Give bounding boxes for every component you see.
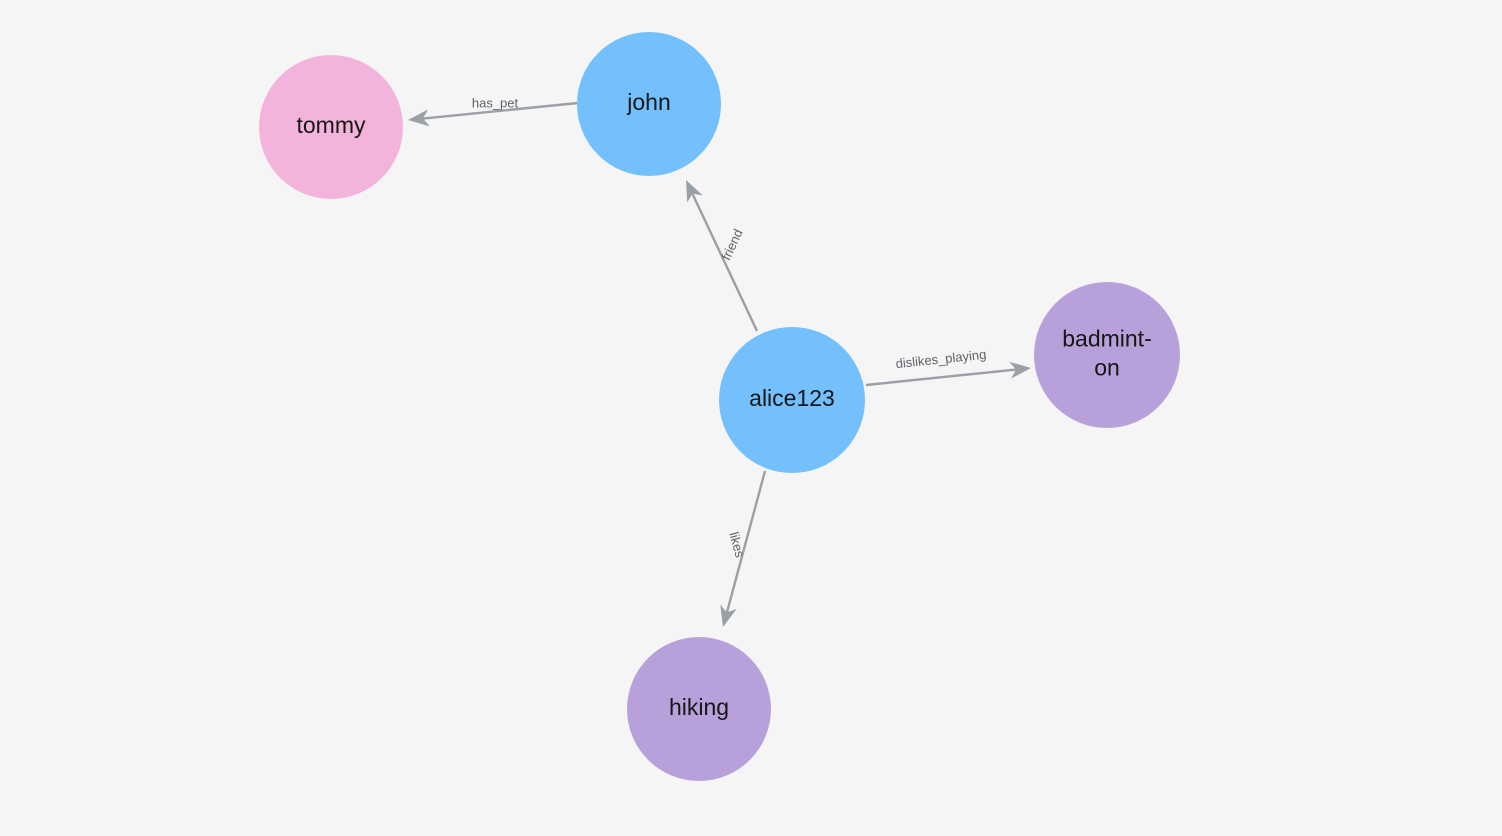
edge-arrowhead <box>686 180 703 203</box>
node-circle[interactable] <box>259 55 403 199</box>
graph-node-hiking[interactable]: hiking <box>627 637 771 781</box>
graph-node-alice123[interactable]: alice123 <box>719 327 865 473</box>
edge-arrowhead <box>720 604 737 627</box>
graph-node-john[interactable]: john <box>577 32 721 176</box>
edges-layer <box>408 101 1031 627</box>
graph-node-badminton[interactable]: badmint-on <box>1034 282 1180 428</box>
node-circle[interactable] <box>577 32 721 176</box>
graph-edge[interactable] <box>686 180 759 332</box>
graph-edge[interactable] <box>865 361 1031 387</box>
node-circle[interactable] <box>627 637 771 781</box>
edge-label: has_pet <box>472 95 519 110</box>
graph-edge[interactable] <box>408 101 579 127</box>
edge-label: dislikes_playing <box>895 347 987 371</box>
node-circle[interactable] <box>1034 282 1180 428</box>
node-circle[interactable] <box>719 327 865 473</box>
edge-label: likes <box>726 530 747 559</box>
edge-arrowhead <box>408 109 430 127</box>
graph-edge[interactable] <box>720 470 767 627</box>
graph-node-tommy[interactable]: tommy <box>259 55 403 199</box>
edge-arrowhead <box>1009 361 1031 379</box>
nodes-layer: tommy john alice123 badmint-on hiking <box>259 32 1180 781</box>
edge-label: friend <box>718 227 745 263</box>
